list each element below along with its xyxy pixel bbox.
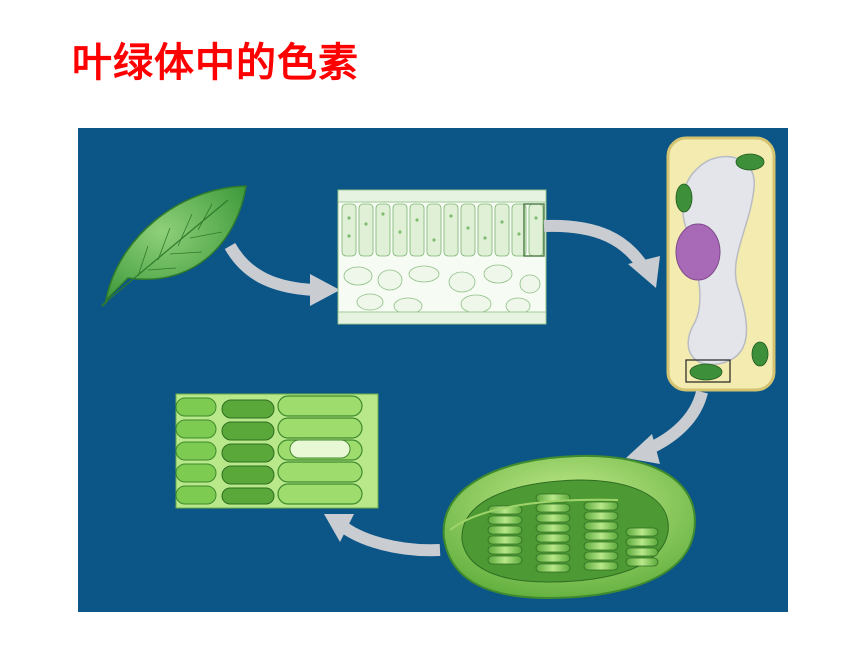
- arrow-cell-to-chloroplast: [626, 390, 708, 464]
- chloroplast-diagram: [78, 128, 788, 612]
- slide-title: 叶绿体中的色素: [72, 40, 359, 86]
- chloroplast: [442, 454, 696, 600]
- plant-cell: [666, 136, 776, 392]
- leaf: [101, 185, 247, 307]
- arrow-section-to-cell: [543, 219, 660, 288]
- leaf-cross-section: [337, 189, 547, 325]
- arrow-chloroplast-to-closeup: [324, 514, 441, 557]
- grana-closeup: [175, 393, 379, 509]
- diagram-panel: [78, 128, 788, 612]
- arrow-leaf-to-section: [224, 242, 340, 306]
